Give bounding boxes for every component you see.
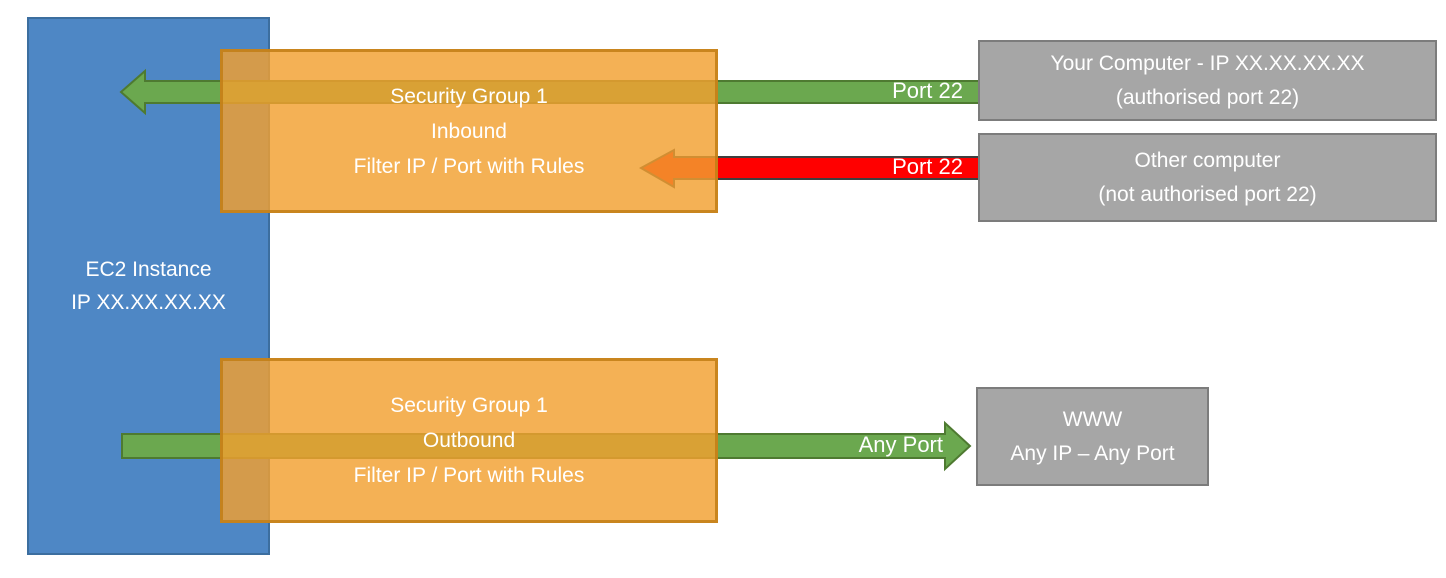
inbound-group-direction: Inbound [431, 119, 507, 143]
www-subtitle: Any IP – Any Port [1010, 441, 1175, 465]
inbound-group-name: Security Group 1 [390, 84, 548, 108]
ec2-instance-title: EC2 Instance [85, 258, 212, 281]
inbound-blocked-port-label: Port 22 [892, 154, 963, 179]
outbound-group-direction: Outbound [422, 429, 516, 452]
your-computer-title: Your Computer - IP XX.XX.XX.XX [1050, 51, 1365, 75]
ec2-instance-ip: IP XX.XX.XX.XX [71, 291, 226, 314]
other-computer-subtitle: (not authorised port 22) [1098, 182, 1317, 206]
inbound-group-description: Filter IP / Port with Rules [353, 154, 585, 178]
your-computer-box: Your Computer - IP XX.XX.XX.XX (authoris… [978, 40, 1437, 121]
other-computer-box: Other computer (not authorised port 22) [978, 133, 1437, 222]
other-computer-title: Other computer [1134, 148, 1281, 172]
inbound-allowed-port-label: Port 22 [892, 78, 963, 103]
security-group-inbound-box: Security Group 1 Inbound Filter IP / Por… [220, 49, 718, 213]
your-computer-subtitle: (authorised port 22) [1115, 85, 1300, 109]
outbound-port-label: Any Port [858, 432, 943, 457]
www-box: WWW Any IP – Any Port [976, 387, 1209, 486]
outbound-group-name: Security Group 1 [390, 394, 548, 417]
outbound-group-description: Filter IP / Port with Rules [353, 464, 585, 487]
security-group-outbound-box: Security Group 1 Outbound Filter IP / Po… [220, 358, 718, 523]
www-title: WWW [1062, 407, 1123, 431]
